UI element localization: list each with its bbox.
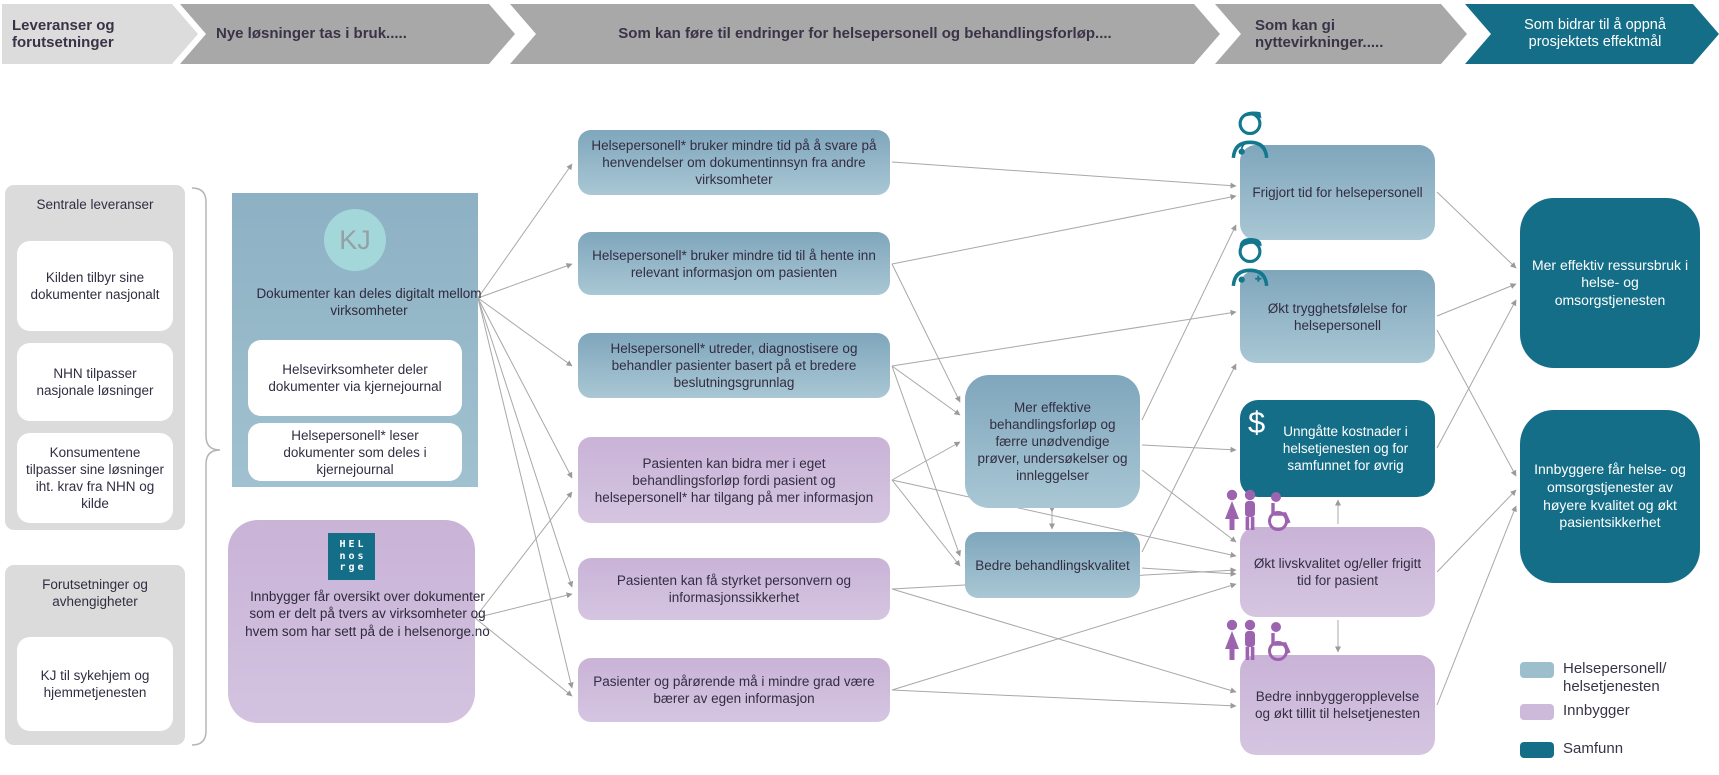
benefit-box-livskvalitet: Økt livskvalitet og/eller frigitt tid fo… <box>1240 527 1435 617</box>
kj-logo-icon: KJ <box>324 209 386 271</box>
kj-logo-text: KJ <box>339 224 371 255</box>
connector-arrow <box>891 582 1237 691</box>
benefit-box-frigjort-tid: Frigjort tid for helsepersonell <box>1240 145 1435 240</box>
connector-arrow <box>1141 224 1237 421</box>
hn-logo-line: rge <box>339 562 367 574</box>
legend-label: Innbygger <box>1563 702 1630 720</box>
connector-arrow <box>891 479 1237 558</box>
stage-label: Nye løsninger tas i bruk..... <box>216 25 407 43</box>
change-box-3: Helsepersonell* utreder, diagnostisere o… <box>578 333 890 398</box>
doctor-icon <box>1231 237 1269 287</box>
connector-arrow <box>1436 191 1517 269</box>
stage-nyttevirkninger: Som kan gi nyttevirkninger..... <box>1215 4 1467 64</box>
change-box-1: Helsepersonell* bruker mindre tid på å s… <box>578 130 890 195</box>
legend-item-samfunn: Samfunn <box>1520 740 1623 758</box>
benefit-box-trygghet: Økt trygghetsfølelse for helsepersonell <box>1240 270 1435 363</box>
connector-arrow <box>891 588 1237 694</box>
connector-arrow <box>1436 505 1517 706</box>
stage-nye-losninger: Nye løsninger tas i bruk..... <box>180 4 515 64</box>
kj-item: Helsevirksomheter deler dokumenter via k… <box>248 340 462 416</box>
helsenorge-logo-icon: HEL nos rge <box>328 533 375 580</box>
connector-arrow <box>891 441 961 481</box>
connector-arrow <box>1436 329 1517 477</box>
legend-label: Helsepersonell/ helsetjenesten <box>1563 660 1666 696</box>
connector-arrow <box>474 617 573 697</box>
panel-forutsetninger: Forutsetninger og avhengigheter KJ til s… <box>5 565 185 745</box>
helsenorge-solution-box: HEL nos rge Innbygger får oversikt over … <box>228 520 490 723</box>
connector-arrow <box>477 163 573 299</box>
connector-arrow <box>477 297 573 479</box>
delivery-item: Kilden tilbyr sine dokumenter nasjonalt <box>17 241 173 331</box>
goal-box-kvalitet: Innbyggere får helse- og omsorgstjeneste… <box>1520 410 1700 583</box>
stage-label: Som kan føre til endringer for helsepers… <box>618 25 1112 43</box>
connector-arrow <box>477 263 573 299</box>
connector-arrow <box>474 491 573 619</box>
change-box-4: Pasienten kan bidra mer i eget behandlin… <box>578 437 890 523</box>
connector-arrow <box>1436 299 1517 449</box>
dollar-icon: $ <box>1248 405 1266 440</box>
helsenorge-description: Innbygger får oversikt over dokumenter s… <box>245 589 490 639</box>
left-bracket <box>191 187 221 746</box>
kjernejournal-solution-box: KJ Dokumenter kan deles digitalt mellom … <box>232 193 482 487</box>
panel-title: Sentrale leveranser <box>36 197 154 212</box>
connector-arrow <box>891 194 1237 265</box>
connector-arrow <box>1141 363 1237 553</box>
legend-label: Samfunn <box>1563 740 1623 758</box>
stage-leveranser: Leveranser og forutsetninger <box>2 4 198 64</box>
legend-swatch-innbygger <box>1520 704 1554 720</box>
legend-swatch-samfunn <box>1520 742 1554 758</box>
hn-logo-line: nos <box>339 550 367 562</box>
stage-effektmal: Som bidrar til å oppnå prosjektets effek… <box>1465 4 1719 64</box>
benefit-box-unngatte-kostnader: Unngåtte kostnader i helsetjenesten og f… <box>1240 400 1435 497</box>
connector-arrow <box>891 263 961 403</box>
connector-arrow <box>477 297 574 588</box>
goal-box-ressursbruk: Mer effektiv ressursbruk i helse- og oms… <box>1520 198 1700 368</box>
connector-arrow <box>477 297 573 367</box>
delivery-item: NHN tilpasser nasjonale løsninger <box>17 343 173 421</box>
intermediate-box-behandlingskvalitet: Bedre behandlingskvalitet <box>965 532 1140 598</box>
legend-label-line: Innbygger <box>1563 702 1630 719</box>
legend-item-innbygger: Innbygger <box>1520 702 1630 720</box>
connector-arrow <box>1436 489 1517 573</box>
stage-label: Leveranser og forutsetninger <box>12 16 115 51</box>
prerequisite-item: KJ til sykehjem og hjemmetjenesten <box>17 637 173 731</box>
nurse-icon <box>1231 111 1269 159</box>
connector-arrow <box>891 479 961 567</box>
patients-group-icon <box>1225 489 1291 531</box>
legend-label-line: Helsepersonell/ <box>1563 660 1667 677</box>
change-box-6: Pasienter og pårørende må i mindre grad … <box>578 658 890 722</box>
connector-arrow <box>891 689 1237 709</box>
legend-item-helsepersonell: Helsepersonell/ helsetjenesten <box>1520 660 1666 696</box>
legend-label-line: Samfunn <box>1563 740 1624 757</box>
patients-group-icon <box>1225 619 1291 661</box>
hn-logo-line: HEL <box>339 539 367 551</box>
stage-label: Som kan gi nyttevirkninger..... <box>1255 16 1384 51</box>
panel-title: Forutsetninger og avhengigheter <box>42 577 148 609</box>
connector-arrow <box>1141 469 1237 543</box>
kj-item: Helsepersonell* leser dokumenter som del… <box>248 423 462 481</box>
connector-arrow <box>891 365 961 416</box>
connector-arrow <box>474 592 573 619</box>
stage-label: Som bidrar til å oppnå prosjektets effek… <box>1524 17 1666 50</box>
connector-arrow <box>891 161 1237 189</box>
change-box-2: Helsepersonell* bruker mindre tid til å … <box>578 232 890 295</box>
delivery-item: Konsumentene tilpasser sine løsninger ih… <box>17 433 173 523</box>
legend-swatch-helsepersonell <box>1520 662 1554 678</box>
panel-sentrale-leveranser: Sentrale leveranser Kilden tilbyr sine d… <box>5 185 185 530</box>
connector-arrow <box>1141 567 1237 577</box>
legend-label-line: helsetjenesten <box>1563 678 1660 695</box>
connector-arrow <box>477 297 574 689</box>
connector-arrow <box>891 309 1237 367</box>
connector-arrow <box>1436 283 1517 317</box>
connector-arrow <box>1141 444 1237 453</box>
stage-endringer: Som kan føre til endringer for helsepers… <box>510 4 1220 64</box>
change-box-5: Pasienten kan få styrket personvern og i… <box>578 558 890 620</box>
intermediate-box-effektive-forlop: Mer effektive behandlingsforløp og færre… <box>965 375 1140 508</box>
benefit-box-innbyggeropplevelse: Bedre innbyggeropplevelse og økt tillit … <box>1240 655 1435 755</box>
kj-description: Dokumenter kan deles digitalt mellom vir… <box>256 286 482 319</box>
